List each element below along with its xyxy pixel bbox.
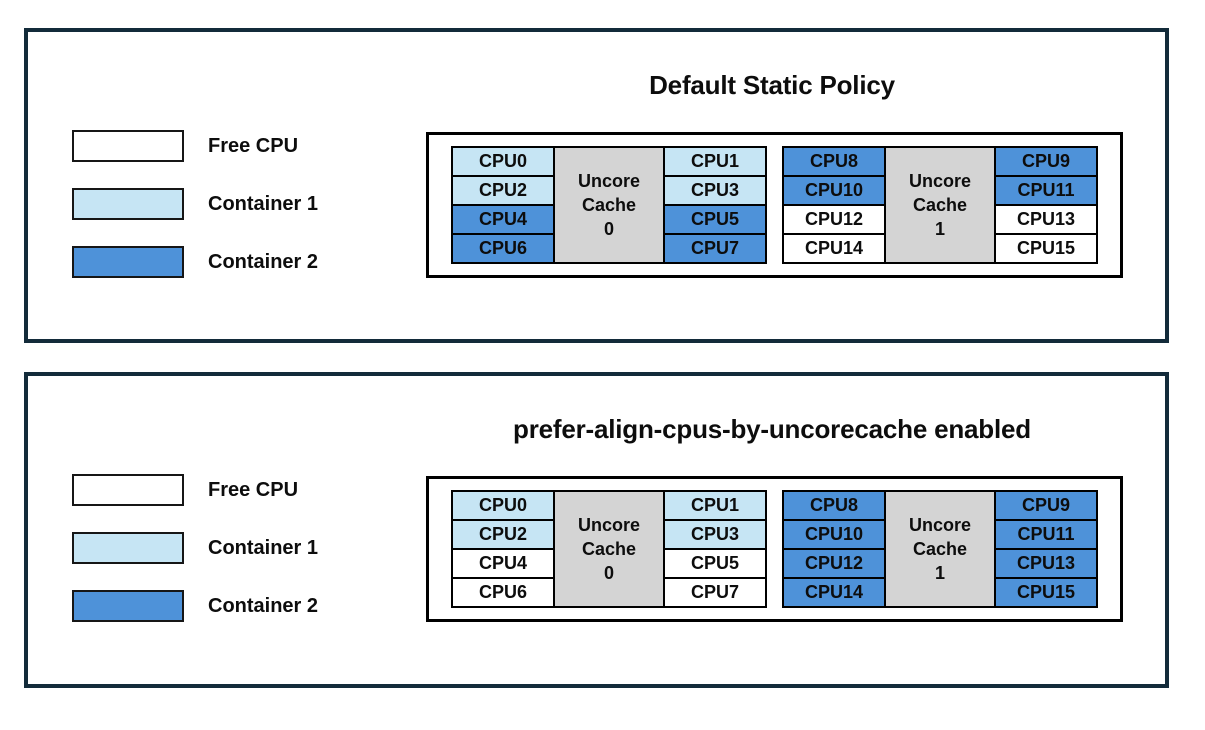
- uncore-cache-block-0: Uncore Cache 0: [553, 146, 665, 264]
- legend-item-container-2: Container 2: [72, 590, 318, 622]
- legend-item-container-1: Container 1: [72, 532, 318, 564]
- cpu-cell: CPU12: [782, 548, 886, 579]
- cpu-cell: CPU2: [451, 519, 555, 550]
- cpu-column-left: CPU8 CPU10 CPU12 CPU14: [782, 490, 886, 608]
- cpu-cell: CPU3: [663, 175, 767, 206]
- cpu-column-right: CPU9 CPU11 CPU13 CPU15: [994, 146, 1098, 264]
- cache-label-line: Cache: [581, 194, 637, 215]
- cpu-cell: CPU5: [663, 204, 767, 235]
- panel-prefer-align-uncorecache: prefer-align-cpus-by-uncorecache enabled…: [24, 372, 1169, 688]
- cpu-cell: CPU6: [451, 233, 555, 264]
- cpu-cell: CPU11: [994, 519, 1098, 550]
- uncore-group-1: CPU8 CPU10 CPU12 CPU14 Uncore Cache 1 CP…: [782, 490, 1098, 608]
- cache-label-line: Cache: [581, 538, 637, 559]
- panel-default-static-policy: Default Static Policy Free CPU Container…: [24, 28, 1169, 343]
- legend-label: Free CPU: [208, 134, 299, 157]
- legend-swatch-container2: [72, 590, 184, 622]
- cpu-cell: CPU0: [451, 146, 555, 177]
- cpu-cell: CPU1: [663, 490, 767, 521]
- legend-swatch-container1: [72, 188, 184, 220]
- legend-swatch-container1: [72, 532, 184, 564]
- uncore-cache-block-1: Uncore Cache 1: [884, 490, 996, 608]
- cpu-cell: CPU6: [451, 577, 555, 608]
- cache-label-line: 0: [603, 219, 614, 240]
- cpu-cell: CPU12: [782, 204, 886, 235]
- cpu-cell: CPU10: [782, 519, 886, 550]
- cpu-cell: CPU7: [663, 577, 767, 608]
- cpu-cell: CPU8: [782, 490, 886, 521]
- cpu-column-right: CPU1 CPU3 CPU5 CPU7: [663, 490, 767, 608]
- cache-label-line: Uncore: [577, 170, 640, 191]
- legend-item-container-1: Container 1: [72, 188, 318, 220]
- page-title: Default Static Policy: [649, 70, 895, 100]
- legend-label: Free CPU: [208, 478, 299, 501]
- legend-label: Container 2: [208, 594, 319, 617]
- cpu-cell: CPU14: [782, 233, 886, 264]
- uncore-group-0: CPU0 CPU2 CPU4 CPU6 Uncore Cache 0 CPU1 …: [451, 146, 767, 264]
- cpu-column-left: CPU0 CPU2 CPU4 CPU6: [451, 146, 555, 264]
- legend-swatch-free: [72, 130, 184, 162]
- cpu-cell: CPU15: [994, 577, 1098, 608]
- legend-item-free-cpu: Free CPU: [72, 130, 318, 162]
- cache-label-line: Uncore: [908, 170, 971, 191]
- legend-swatch-free: [72, 474, 184, 506]
- legend-label: Container 2: [208, 250, 319, 273]
- cache-label-line: Uncore: [908, 514, 971, 535]
- uncore-cache-block-1: Uncore Cache 1: [884, 146, 996, 264]
- cpu-cell: CPU10: [782, 175, 886, 206]
- cpu-topology-diagram: CPU0 CPU2 CPU4 CPU6 Uncore Cache 0 CPU1 …: [426, 132, 1123, 278]
- cpu-cell: CPU0: [451, 490, 555, 521]
- cpu-cell: CPU11: [994, 175, 1098, 206]
- legend-item-container-2: Container 2: [72, 246, 318, 278]
- cpu-cell: CPU4: [451, 204, 555, 235]
- legend-label: Container 1: [208, 192, 319, 215]
- cpu-column-right: CPU9 CPU11 CPU13 CPU15: [994, 490, 1098, 608]
- legend: Free CPU Container 1 Container 2: [72, 130, 318, 278]
- cache-label-line: 0: [603, 563, 614, 584]
- cpu-cell: CPU13: [994, 204, 1098, 235]
- cache-label-line: 1: [934, 563, 945, 584]
- page-title: prefer-align-cpus-by-uncorecache enabled: [513, 414, 1031, 444]
- legend-item-free-cpu: Free CPU: [72, 474, 318, 506]
- legend: Free CPU Container 1 Container 2: [72, 474, 318, 622]
- uncore-cache-block-0: Uncore Cache 0: [553, 490, 665, 608]
- cpu-topology-diagram: CPU0 CPU2 CPU4 CPU6 Uncore Cache 0 CPU1 …: [426, 476, 1123, 622]
- cpu-cell: CPU1: [663, 146, 767, 177]
- cpu-cell: CPU4: [451, 548, 555, 579]
- legend-label: Container 1: [208, 536, 319, 559]
- cpu-cell: CPU8: [782, 146, 886, 177]
- cpu-cell: CPU2: [451, 175, 555, 206]
- cpu-column-left: CPU0 CPU2 CPU4 CPU6: [451, 490, 555, 608]
- cache-label-line: Uncore: [577, 514, 640, 535]
- cpu-column-right: CPU1 CPU3 CPU5 CPU7: [663, 146, 767, 264]
- cpu-cell: CPU13: [994, 548, 1098, 579]
- uncore-group-0: CPU0 CPU2 CPU4 CPU6 Uncore Cache 0 CPU1 …: [451, 490, 767, 608]
- cpu-cell: CPU5: [663, 548, 767, 579]
- uncore-group-1: CPU8 CPU10 CPU12 CPU14 Uncore Cache 1 CP…: [782, 146, 1098, 264]
- cpu-cell: CPU9: [994, 146, 1098, 177]
- cpu-cell: CPU9: [994, 490, 1098, 521]
- cache-label-line: Cache: [912, 194, 968, 215]
- cpu-cell: CPU14: [782, 577, 886, 608]
- cpu-cell: CPU15: [994, 233, 1098, 264]
- cpu-cell: CPU7: [663, 233, 767, 264]
- cache-label-line: 1: [934, 219, 945, 240]
- legend-swatch-container2: [72, 246, 184, 278]
- cpu-cell: CPU3: [663, 519, 767, 550]
- cpu-column-left: CPU8 CPU10 CPU12 CPU14: [782, 146, 886, 264]
- cache-label-line: Cache: [912, 538, 968, 559]
